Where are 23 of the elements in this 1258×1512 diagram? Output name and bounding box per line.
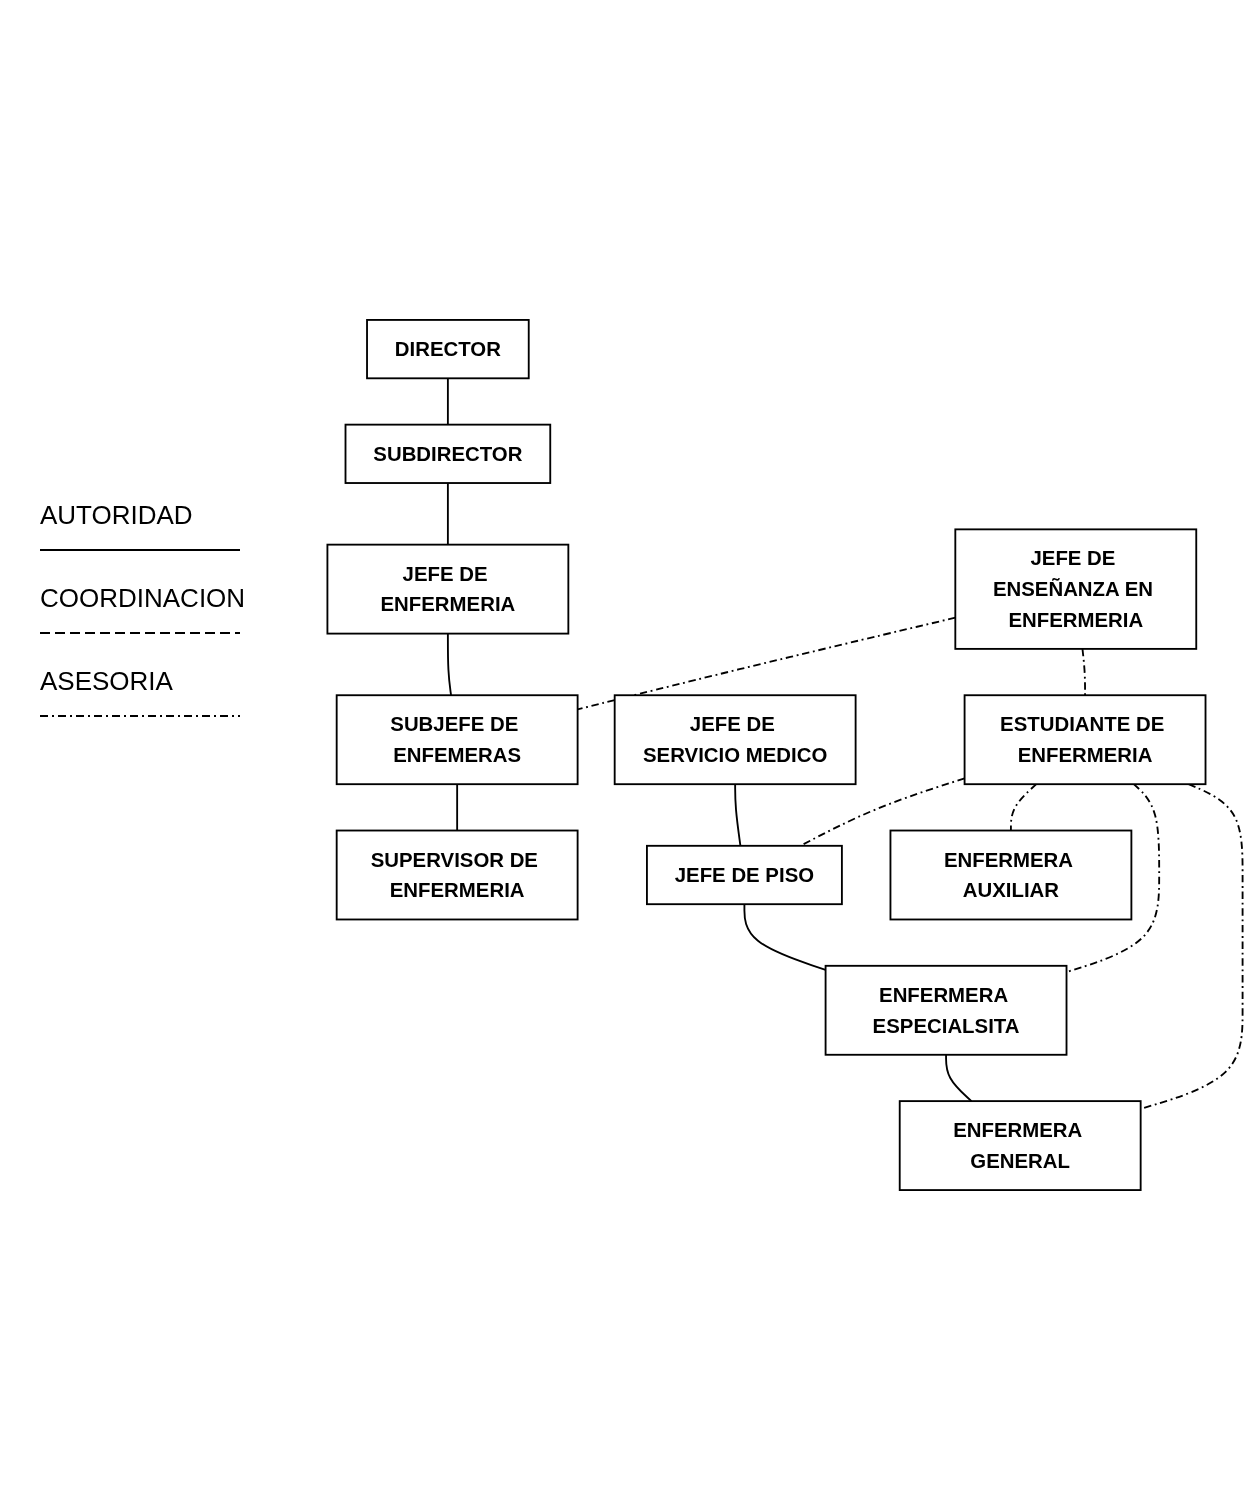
node-box: ENFERMERA GENERAL xyxy=(898,1100,1142,1191)
legend-label: ASESORIA xyxy=(40,666,174,697)
legend-label: AUTORIDAD xyxy=(40,500,194,531)
connector xyxy=(945,1053,973,1103)
legend-label: COORDINACION xyxy=(40,583,247,614)
node-box: ESTUDIANTE DE ENFERMERIA xyxy=(963,694,1207,786)
node-box: ENFERMERA AUXILIAR xyxy=(889,829,1133,921)
node-box: JEFE DE ENFERMERIA xyxy=(326,543,570,635)
connector xyxy=(734,783,742,847)
node-box: SUPERVISOR DE ENFERMERIA xyxy=(335,829,579,921)
node-box: JEFE DE ENSEÑANZA EN ENFERMERIA xyxy=(954,528,1198,650)
node-box: SUBDIRECTOR xyxy=(344,423,552,484)
node-box: JEFE DE PISO xyxy=(646,844,843,906)
node-box: ENFERMERA ESPECIALSITA xyxy=(824,964,1068,1056)
node-box: DIRECTOR xyxy=(366,319,530,380)
connector xyxy=(456,783,459,832)
connector xyxy=(446,377,449,426)
connector xyxy=(1010,783,1038,832)
node-box: SUBJEFE DE ENFEMERAS xyxy=(335,694,579,786)
connector xyxy=(446,482,449,546)
connector xyxy=(1081,647,1086,697)
connector xyxy=(446,632,452,697)
node-box: JEFE DE SERVICIO MEDICO xyxy=(613,694,857,786)
